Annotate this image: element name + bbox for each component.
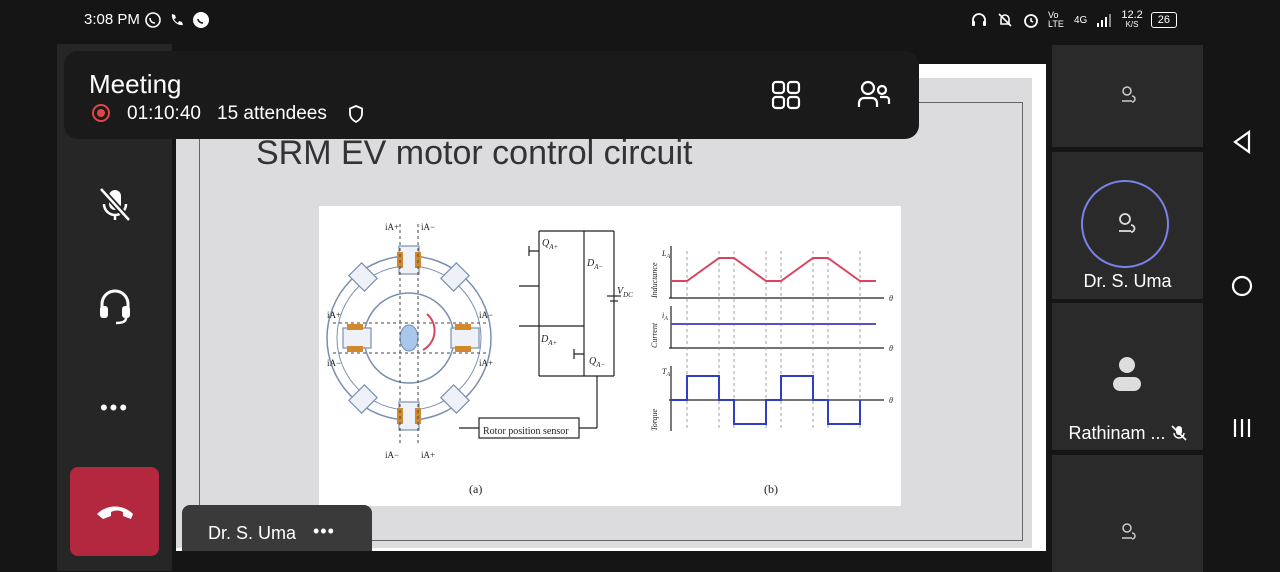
grid-view-icon[interactable] <box>770 79 802 111</box>
stator-label: iA+ <box>421 450 435 460</box>
hang-up-icon <box>96 506 133 519</box>
audio-participant-icon <box>1122 523 1136 540</box>
stator-label: iA− <box>385 450 399 460</box>
status-time: 3:08 PM <box>84 11 140 28</box>
participant-tile-active[interactable]: Dr. S. Uma <box>1052 152 1203 299</box>
sensor-label: Rotor position sensor <box>483 426 569 437</box>
la-label: LA <box>661 249 670 260</box>
participant-tile[interactable] <box>1052 45 1203 147</box>
mic-off-icon <box>1170 425 1187 441</box>
stator-label: iA− <box>421 222 435 232</box>
battery-indicator: 26 <box>1150 12 1178 28</box>
meeting-title: Meeting <box>89 69 182 99</box>
more-options-button[interactable]: ••• <box>99 395 130 420</box>
phone-icon <box>171 14 183 26</box>
participant-tile[interactable] <box>1052 455 1203 572</box>
vdc-label: VDC <box>617 286 633 299</box>
mic-off-icon <box>98 186 131 223</box>
d-a-minus-label: DA− <box>586 258 604 271</box>
signal-icon <box>1097 14 1112 27</box>
network-type: 4G <box>1074 14 1088 26</box>
audio-participant-icon <box>1119 213 1136 233</box>
meeting-header: Meeting 01:10:40 15 attendees <box>64 51 919 139</box>
stator-label: iA− <box>479 310 493 320</box>
headset-status-icon <box>972 13 986 26</box>
mic-toggle-button[interactable] <box>57 174 172 234</box>
torque-curve <box>671 375 861 425</box>
ia-label: iA <box>662 311 668 322</box>
asymmetric-converter <box>459 230 621 439</box>
participant-name: Rathinam ... <box>1052 423 1203 444</box>
inductance-axis-label: Inductance <box>650 262 659 299</box>
headset-icon <box>99 289 130 325</box>
status-right-icons: Vo LTE 4G 12.2 K/S 26 <box>970 9 1178 30</box>
shield-icon[interactable] <box>347 104 365 124</box>
meeting-duration: 01:10:40 <box>127 103 201 124</box>
current-axis-label: Current <box>650 322 659 348</box>
srm-circuit-diagram: iA+ iA− iA+ iA− iA− iA+ iA− iA+ <box>326 222 893 496</box>
ta-label: TA <box>662 367 670 378</box>
participant-name: Dr. S. Uma <box>1083 271 1172 291</box>
theta-label: θ <box>889 396 893 405</box>
panel-a-label: (a) <box>469 482 482 496</box>
recents-icon[interactable] <box>1232 417 1252 439</box>
audio-output-button[interactable] <box>57 276 172 336</box>
torque-axis-label: Torque <box>650 408 659 431</box>
audio-participant-icon <box>1122 86 1136 103</box>
messenger-icon <box>193 12 209 28</box>
participant-tile[interactable]: Rathinam ... <box>1052 303 1203 450</box>
presenter-name-chip[interactable]: Dr. S. Uma ••• <box>182 505 372 551</box>
shared-screen: SRM EV motor control circuit <box>176 64 1046 551</box>
waveform-plots: Inductance Current Torque θ θ θ LA iA TA <box>650 246 893 431</box>
stator-label: iA+ <box>327 310 341 320</box>
person-avatar-icon <box>1113 357 1141 391</box>
alarm-icon <box>1024 14 1038 28</box>
theta-label: θ <box>889 294 893 303</box>
mute-bell-icon <box>998 13 1012 27</box>
end-call-button[interactable] <box>70 467 159 556</box>
theta-label: θ <box>889 344 893 353</box>
stator-label: iA+ <box>479 358 493 368</box>
network-speed: 12.2 K/S <box>1121 9 1143 30</box>
stator-label: iA− <box>327 358 341 368</box>
slide-figure: iA+ iA− iA+ iA− iA− iA+ iA− iA+ <box>319 206 901 506</box>
q-a-plus-label: QA+ <box>542 238 559 251</box>
system-navigation-bar <box>1203 44 1280 571</box>
whatsapp-icon <box>145 12 161 28</box>
home-icon[interactable] <box>1231 275 1253 297</box>
status-left-icons <box>144 11 210 29</box>
slide-title: SRM EV motor control circuit <box>256 134 693 172</box>
stator-label: iA+ <box>385 222 399 232</box>
srm-motor-crosssection: iA+ iA− iA+ iA− iA− iA+ iA− iA+ <box>326 222 493 460</box>
d-a-plus-label: DA+ <box>540 334 558 347</box>
q-a-minus-label: QA− <box>589 356 606 369</box>
status-bar: 3:08 PM Vo LTE 4G 12.2 K/S 26 <box>0 0 1280 44</box>
back-icon[interactable] <box>1231 130 1253 154</box>
participants-icon[interactable] <box>857 79 891 111</box>
attendee-count[interactable]: 15 attendees <box>217 103 327 124</box>
presenter-more-button[interactable]: ••• <box>313 521 335 541</box>
presenter-name: Dr. S. Uma <box>208 523 297 543</box>
panel-b-label: (b) <box>764 482 778 496</box>
recording-indicator-icon <box>92 104 110 122</box>
volte-label: Vo LTE <box>1048 10 1064 29</box>
inductance-curve <box>671 257 876 282</box>
